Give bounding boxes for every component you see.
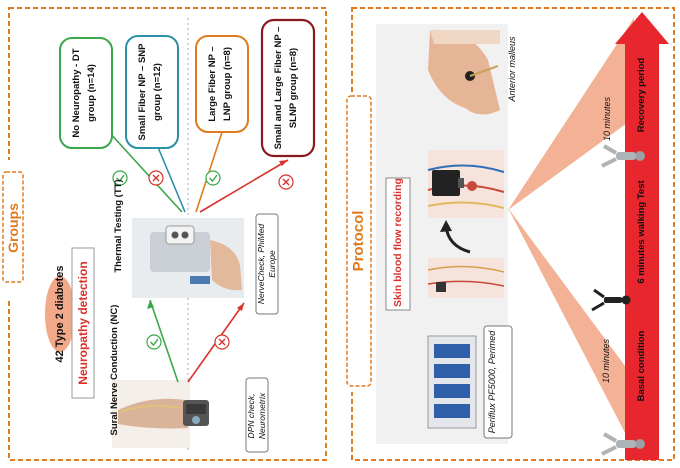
outcome-label-snp: Small Fiber NP – SNP group (n=12) [137,43,163,141]
basal-duration: 10 minutes [601,338,611,384]
skin-small-illustration [427,258,505,298]
tt-device-label: NerveCheck, PhiMed Europe [256,223,277,305]
tt-device-box [255,213,279,315]
diabetes-oval-label: 42 Type 2 diabetes [54,265,66,363]
tt-arrow-lnp [195,119,227,213]
protocol-panel-title: Protocol [350,210,367,272]
outcome-box-slnp [260,18,316,158]
walker-test [591,288,631,312]
groups-title-tab [2,171,24,283]
outcome-label-lnp: Large Fiber NP – LNP group (n=8) [207,46,233,122]
skin-flow-label: Skin blood flow recording [392,178,404,307]
nc-device-label: DPN check, Neurometrix [246,392,267,440]
foot-photo [428,29,500,115]
recovery-cone [508,18,634,210]
timeline-arrow [615,12,669,460]
groups-panel-title: Groups [5,203,21,253]
basal-cone [508,208,634,450]
outcome-label-slnp: Small and Large Fiber NP – SLNP group (n… [273,26,299,150]
skin-flow-label-box [385,177,411,311]
check-icon [146,334,162,350]
protocol-title-tab [346,95,372,387]
basal-phase-label: Basal condition [636,330,647,402]
walker-recovery [601,144,645,168]
device-label-box [483,325,513,439]
thermal-photo [132,218,244,298]
tt-label: Thermal Testing (TT) [113,179,124,273]
walking-phase-label: 6 minutes walking Test [636,180,647,284]
outcome-label-dt: No Neuropathy - DT group (n=14) [71,48,97,138]
nc-arrow-green [149,299,179,383]
site-label: Anterior malleus [507,36,517,102]
nc-device-box [245,377,269,453]
check-icon [205,170,221,186]
recovery-phase-label: Recovery period [636,57,647,133]
outcome-box-dt [59,37,113,149]
outcome-box-snp [125,35,179,149]
nc-label: Sural Nerve Conduction (NC) [109,304,120,436]
walker-basal [601,432,645,456]
check-icon [112,170,128,186]
leg-photo [112,380,209,448]
device-label: Periflux PF5000, Perimed [487,330,497,434]
tt-arrow-slnp [199,159,289,213]
recovery-duration: 10 minutes [602,96,612,142]
periflux-device [427,335,477,429]
neuropathy-title: Neuropathy detection [76,261,90,385]
neuropathy-box [71,247,95,399]
diabetes-oval [45,276,75,352]
outcome-box-lnp [195,35,249,133]
skin-probe-illustration [427,150,505,218]
